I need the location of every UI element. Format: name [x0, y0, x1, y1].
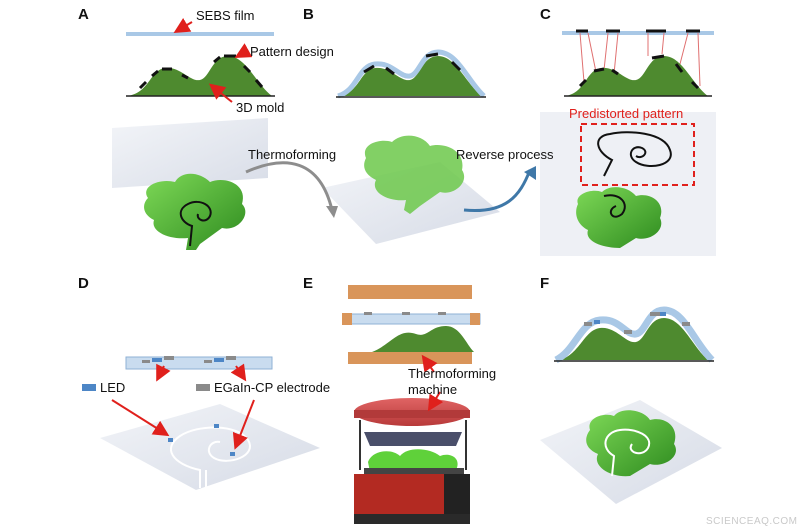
panel-f — [540, 306, 722, 504]
leaf-mold-b — [364, 135, 465, 214]
mold-shape-f — [560, 318, 708, 360]
electrode-legend-label: EGaIn-CP electrode — [214, 380, 331, 395]
predistorted-pattern-box — [580, 123, 695, 186]
arrow-to-film — [173, 17, 193, 34]
legend-electrode-swatch — [196, 384, 210, 391]
watermark: SCIENCEAQ.COM — [706, 516, 798, 527]
panel-letter-b: B — [303, 6, 314, 23]
panel-letter-d: D — [78, 275, 89, 292]
upper-heater — [348, 285, 472, 299]
machine-mold — [368, 449, 458, 472]
sebs-film-line-c — [562, 31, 714, 35]
thermoforming-arrow — [245, 161, 334, 211]
led-legend-label: LED — [100, 380, 126, 395]
reverse-process-label: Reverse process — [456, 147, 554, 162]
film-stack-e — [345, 313, 481, 325]
leaf-mold-a — [144, 173, 246, 250]
film-sheet-a — [112, 118, 268, 188]
circuit-pattern-f — [604, 428, 651, 477]
pattern-segments-a — [138, 54, 264, 90]
sebs-film-label: SEBS film — [196, 8, 255, 23]
mold-shape-a — [128, 56, 272, 96]
panel-b — [322, 49, 500, 244]
legend-led-swatch — [82, 384, 96, 391]
panel-e — [342, 285, 481, 524]
arrow-to-mold — [208, 83, 233, 103]
electrodes-d — [142, 356, 236, 363]
mold-shape-b — [340, 56, 482, 96]
mold-shape-e — [372, 326, 474, 352]
leaf-mold-c — [576, 187, 662, 248]
panel-letter-a: A — [78, 6, 89, 23]
thermoforming-machine-label: Thermoforming machine — [408, 366, 497, 397]
thermoforming-label: Thermoforming — [248, 147, 337, 162]
machine-film — [364, 432, 462, 446]
panel-d — [82, 356, 320, 490]
predistorted-pattern — [597, 131, 672, 177]
circuit-pattern-d — [169, 426, 251, 488]
panel-letter-e: E — [303, 275, 314, 292]
projection-lines — [579, 32, 701, 87]
sebs-film-line — [126, 32, 274, 36]
arrow-to-pattern — [234, 43, 253, 58]
leaf-pattern-a — [179, 200, 212, 247]
panel-a — [112, 17, 275, 250]
panel-letter-f: F — [540, 275, 550, 292]
leaf-mold-f — [586, 410, 676, 477]
mold-shape-c — [566, 56, 708, 96]
panel-c — [540, 29, 716, 256]
reverse-process-arrow — [463, 169, 532, 213]
formed-film-b — [337, 49, 486, 99]
3d-mold-label: 3D mold — [236, 100, 285, 115]
lower-heater — [348, 352, 472, 364]
formed-device-f — [554, 306, 715, 364]
pattern-design-label: Pattern design — [250, 44, 334, 59]
led-chips-d — [152, 358, 224, 362]
panel-letter-c: C — [540, 6, 551, 23]
predistorted-pattern-label: Predistorted pattern — [569, 106, 684, 121]
